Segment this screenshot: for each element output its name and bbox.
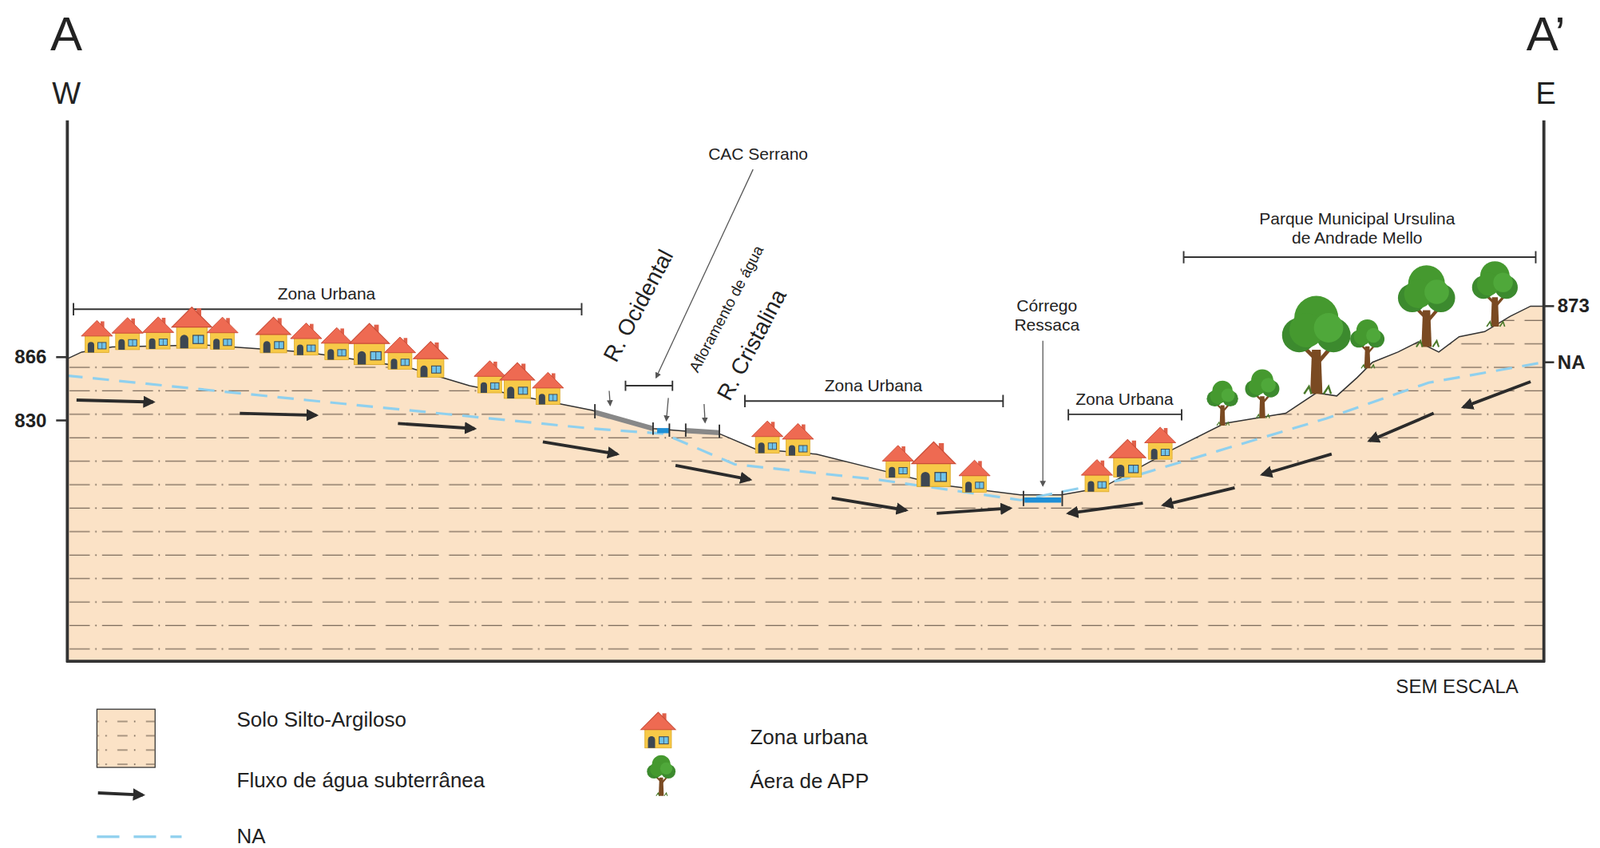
legend-text: Áera de APP: [749, 769, 869, 794]
elevation-label: 830: [14, 409, 47, 432]
elevation-label: 873: [1557, 295, 1590, 318]
house-icon: [1108, 439, 1146, 477]
tree-icon: [1398, 265, 1456, 347]
direction-label: W: [51, 76, 81, 112]
legend-text: Zona urbana: [749, 725, 868, 750]
water-table-label: NA: [1557, 351, 1586, 374]
stream-end: [1061, 491, 1064, 507]
road-end: [652, 422, 654, 435]
frame-line: [1542, 120, 1546, 663]
extent-brackets: [73, 250, 1536, 420]
legend-soil-sample: [96, 708, 155, 768]
legend-na-sample: [96, 835, 182, 838]
scale-note: SEM ESCALA: [1395, 675, 1518, 698]
house-icon: [532, 372, 564, 404]
tree-icon: [1282, 296, 1351, 395]
tree-icon: [646, 755, 676, 797]
house-icon: [499, 362, 535, 399]
soil-texture: [66, 305, 1546, 663]
tree-icon: [1350, 319, 1385, 369]
zone-label: Zona Urbana: [277, 284, 377, 304]
tree-icon: [1206, 380, 1238, 426]
water-table: [66, 362, 1545, 501]
road-end: [594, 403, 596, 419]
road: [685, 430, 720, 433]
house-icon: [474, 360, 506, 393]
stream-end: [1022, 491, 1025, 507]
house-icon: [782, 423, 814, 456]
tick: [55, 356, 68, 359]
road-end: [718, 424, 721, 439]
elevation-label: 866: [14, 346, 47, 369]
road-end: [685, 423, 687, 437]
frame-line: [66, 659, 1545, 663]
house-icon: [911, 441, 955, 487]
house-icon: [384, 336, 416, 369]
house-icon: [142, 316, 175, 349]
zone-label: Zona Urbana: [1075, 389, 1174, 409]
house-icon: [1081, 459, 1113, 492]
house-icon: [752, 420, 784, 453]
road: [594, 411, 654, 428]
legend-text: NA: [237, 824, 266, 848]
house-icon: [958, 459, 991, 492]
section-end-label: A’: [1526, 6, 1566, 62]
legend-soil-texture: [96, 708, 155, 768]
terrain-surface: [66, 305, 1545, 495]
app-trees: [1206, 261, 1518, 426]
house-icon: [206, 316, 238, 349]
house-icon: [290, 322, 322, 355]
house-icon: [1144, 427, 1177, 460]
stream: [1024, 497, 1062, 503]
tree-icon: [1244, 368, 1280, 418]
house-icon: [111, 317, 143, 350]
house-icon: [641, 712, 676, 749]
house-icon: [81, 320, 113, 353]
road-end: [668, 423, 670, 437]
house-icon: [413, 341, 448, 378]
legend-flow-sample: [98, 792, 143, 796]
frame-line: [65, 120, 69, 663]
tick: [1544, 360, 1555, 364]
street-label: R. Ocidental: [598, 245, 680, 367]
legend-icons: [641, 712, 676, 797]
house-icon: [256, 316, 291, 353]
tick: [1544, 304, 1555, 308]
stream-label: Córrego Ressaca: [1002, 296, 1091, 335]
spring: [657, 427, 670, 433]
tree-icon: [1472, 261, 1518, 327]
place-label: CAC Serrano: [708, 144, 808, 164]
house-icon: [171, 307, 212, 349]
section-end-label: A: [50, 6, 83, 62]
park-label: Parque Municipal Ursulina de Andrade Mel…: [1221, 209, 1494, 248]
flow-arrows: [76, 381, 1531, 514]
zone-label: Zona Urbana: [824, 376, 923, 396]
legend-text: Solo Silto-Argiloso: [237, 708, 407, 733]
house-icon: [882, 445, 914, 478]
legend-text: Fluxo de água subterrânea: [237, 768, 486, 793]
tick: [55, 419, 68, 422]
leader-lines: [609, 169, 1043, 486]
house-icon: [349, 323, 390, 365]
direction-label: E: [1536, 76, 1557, 112]
house-icon: [320, 327, 353, 360]
